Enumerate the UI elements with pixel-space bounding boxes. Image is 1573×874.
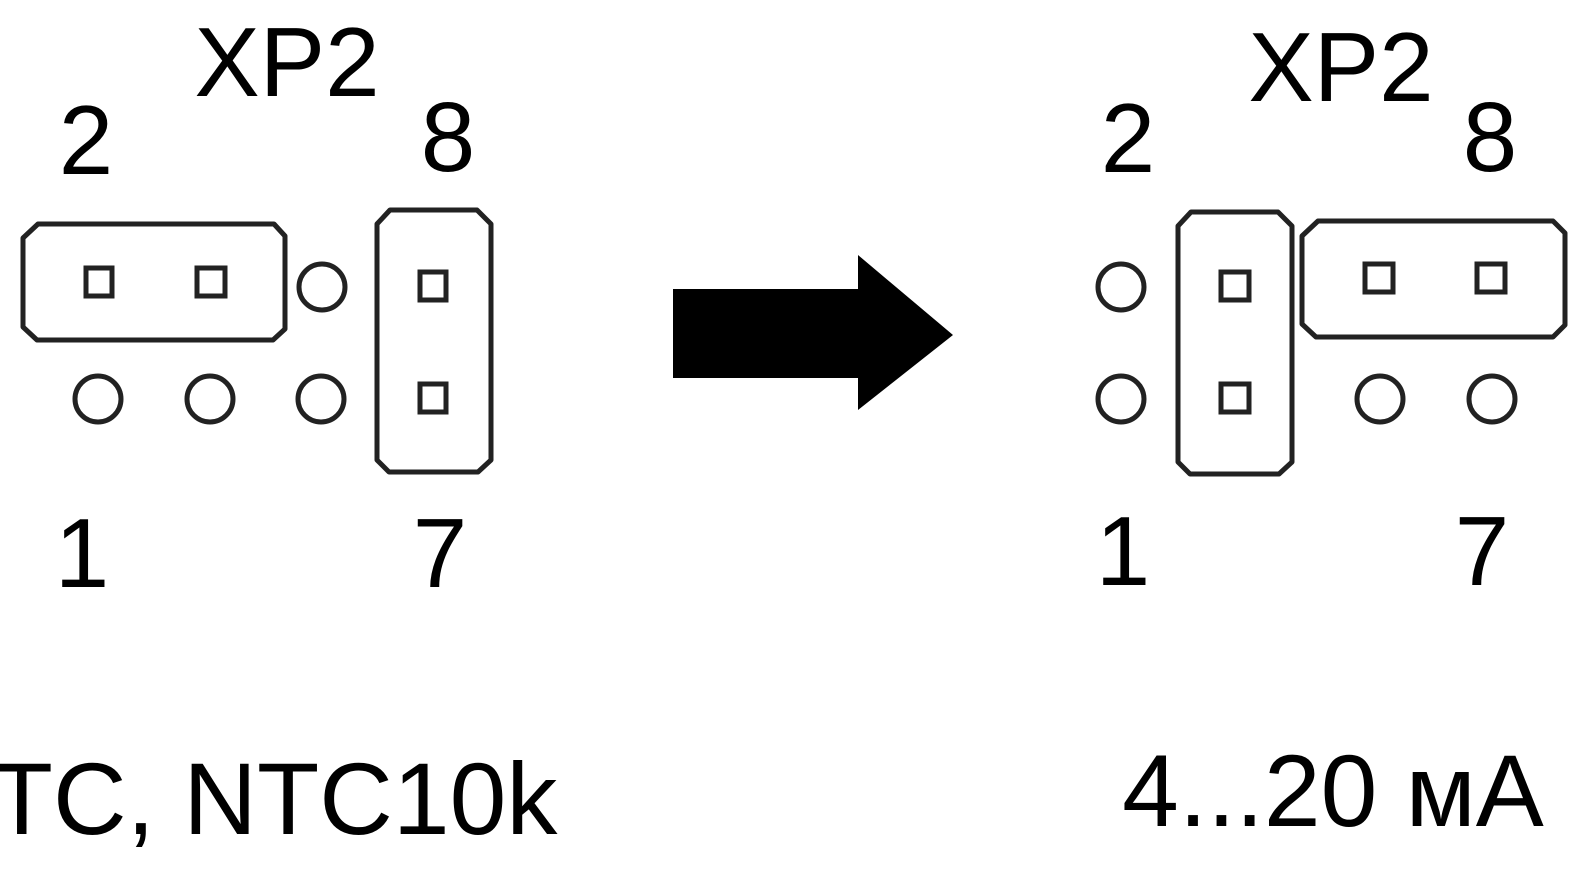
right-arrow-icon: [673, 255, 953, 410]
right-pin-8-pad: [1474, 261, 1508, 295]
left-caption: TC, NTC10k: [0, 742, 558, 856]
left-pin-5-pad: [295, 373, 347, 425]
left-pin-3-pad: [184, 373, 236, 425]
left-header-label: XP2: [194, 7, 379, 117]
right-pin-6-pad: [1362, 261, 1396, 295]
right-pin-label-7: 7: [1455, 496, 1510, 606]
right-header-label: XP2: [1248, 12, 1433, 122]
left-pin-label-8: 8: [421, 82, 476, 192]
left-pin-label-1: 1: [55, 498, 110, 608]
right-pin-5-pad: [1354, 373, 1406, 425]
left-pin-2-pad: [83, 265, 115, 299]
right-pin-1-pad: [1095, 373, 1147, 425]
left-jumper-horizontal: [20, 221, 288, 343]
right-config: XP2 2 8 1 7 4...20 мА: [1095, 12, 1568, 848]
left-jumper-vertical: [374, 207, 494, 475]
left-config: XP2 2 8 1 7 TC, NTC10k: [0, 7, 558, 856]
right-pin-4-pad: [1218, 269, 1252, 303]
left-pin-4-pad: [194, 265, 228, 299]
right-jumper-vertical: [1175, 209, 1295, 477]
left-pin-6-pad: [296, 261, 348, 313]
right-pin-7-pad: [1466, 373, 1518, 425]
right-pin-label-2: 2: [1101, 83, 1156, 193]
left-pin-7-pad: [417, 381, 449, 415]
right-pin-3-pad: [1218, 381, 1252, 415]
left-pin-label-2: 2: [59, 85, 114, 195]
right-caption: 4...20 мА: [1122, 734, 1544, 848]
right-pin-2-pad: [1095, 261, 1147, 313]
left-pin-8-pad: [417, 269, 449, 303]
right-pin-label-1: 1: [1096, 496, 1151, 606]
left-pin-1-pad: [72, 373, 124, 425]
right-pin-label-8: 8: [1463, 82, 1518, 192]
left-pin-label-7: 7: [413, 498, 468, 608]
right-jumper-horizontal: [1299, 218, 1568, 340]
